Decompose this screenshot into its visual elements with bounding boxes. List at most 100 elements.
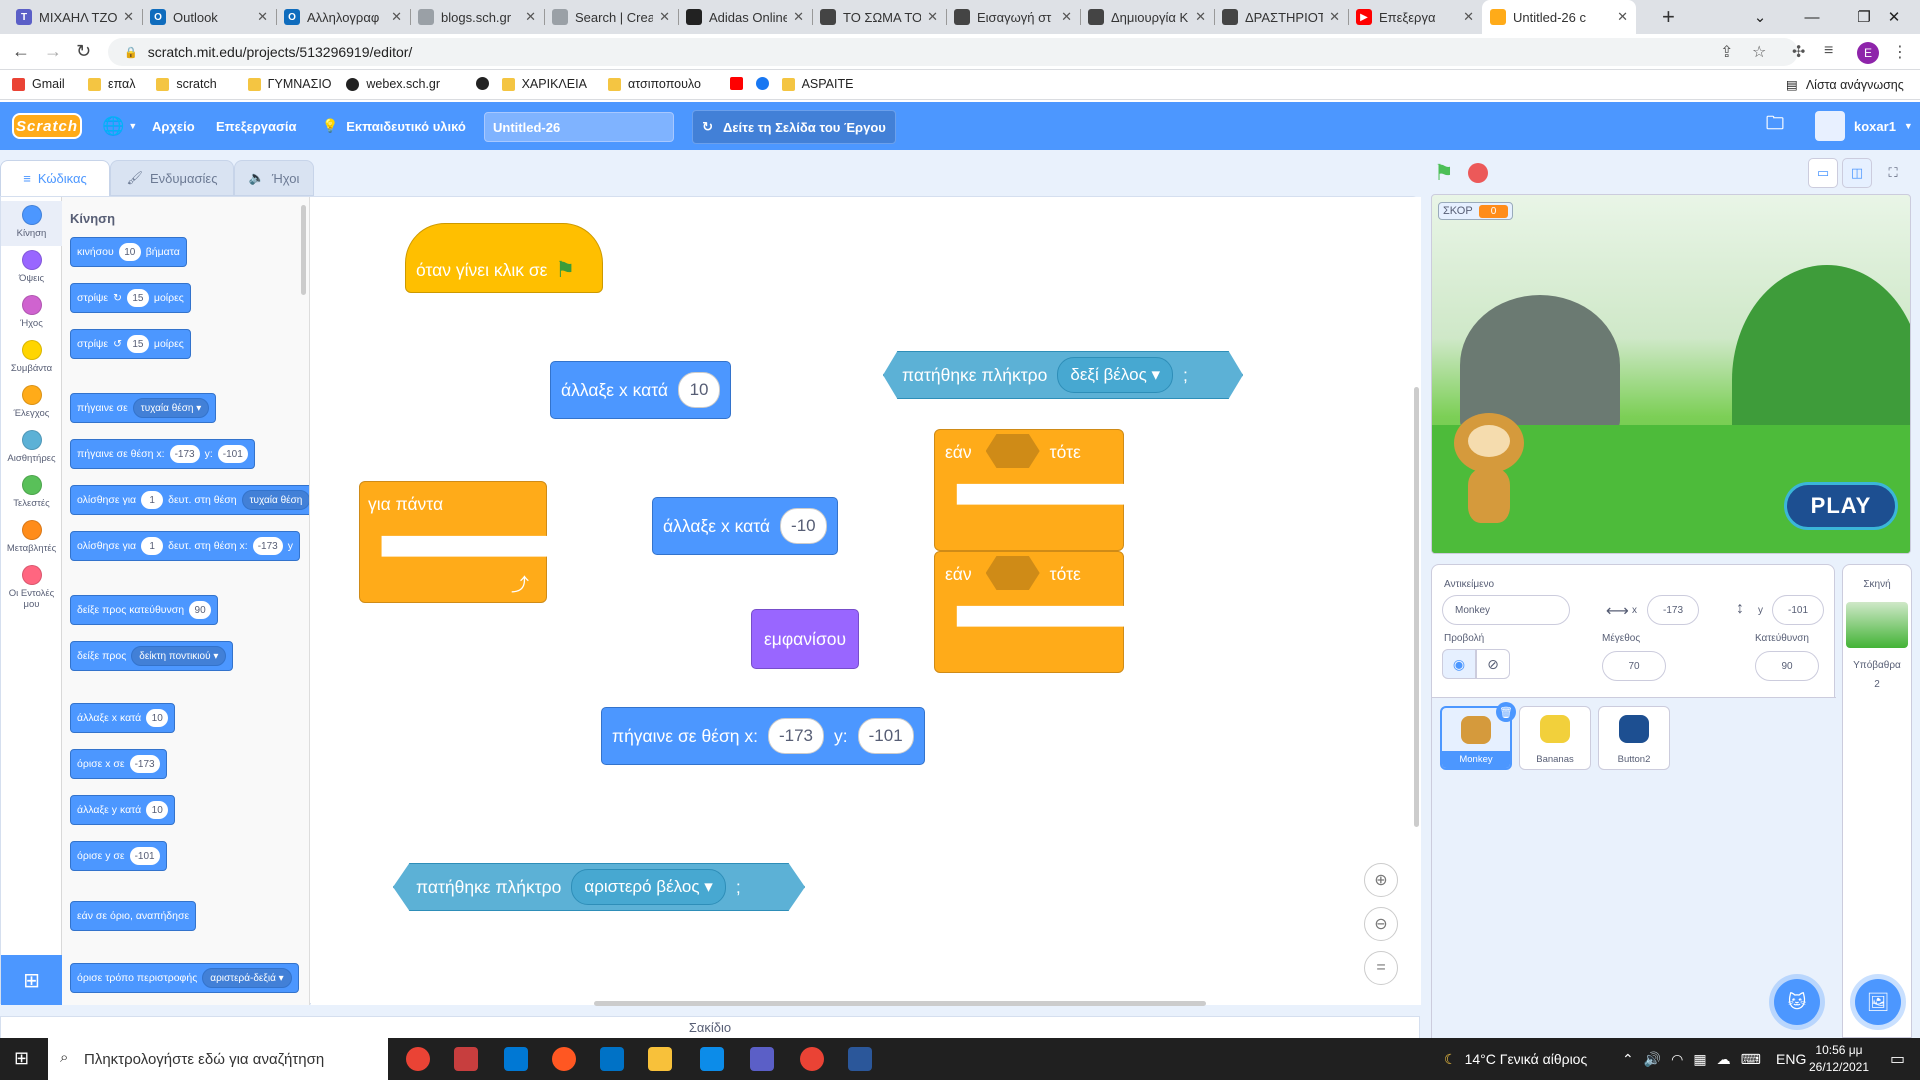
block-input[interactable]: -173 [169,445,200,463]
category-item[interactable]: Όψεις [1,246,62,291]
minimize-icon[interactable]: — [1804,8,1820,26]
move-steps-block[interactable]: κινήσου 10 βήματα [70,237,187,267]
close-tab-icon[interactable]: ✕ [391,9,402,24]
block-input[interactable]: 10 [118,243,141,261]
browser-tab[interactable]: ▶Επεξεργα✕ [1348,0,1482,34]
change-y-block[interactable]: άλλαξε y κατά 10 [70,795,176,825]
block-input[interactable]: -101 [217,445,248,463]
browser-tab[interactable]: blogs.sch.gr✕ [410,0,544,34]
chrome-app-icon[interactable] [406,1047,430,1071]
category-item[interactable]: Συμβάντα [1,336,62,381]
category-item[interactable]: Κίνηση [1,201,62,246]
block-input[interactable]: 1 [141,491,164,509]
tab-costumes[interactable]: 🖌 Ενδυμασίες [110,160,234,196]
block-dropdown[interactable]: τυχαία θέση [241,490,309,510]
rotation-style-block[interactable]: όρισε τρόπο περιστροφής αριστερά-δεξιά ▾ [70,963,299,993]
close-tab-icon[interactable]: ✕ [793,9,804,24]
clock[interactable]: 10:56 μμ 26/12/2021 [1806,1042,1872,1076]
user-avatar[interactable] [1815,111,1845,141]
condition-slot[interactable] [985,434,1040,468]
block-input[interactable]: 90 [189,601,212,619]
set-x-block[interactable]: όρισε x σε -173 [70,749,167,779]
size-input[interactable]: 70 [1602,651,1666,681]
browser-tab[interactable]: ΔΡΑΣΤΗΡΙΟΤ✕ [1214,0,1348,34]
tab-search-icon[interactable]: ⌄ [1753,9,1767,26]
close-tab-icon[interactable]: ✕ [123,9,134,24]
bookmark-folder[interactable]: ΓΥΜΝΑΣΙΟ [247,77,332,91]
reading-list[interactable]: ▤ Λίστα ανάγνωσης [1786,77,1904,93]
close-tab-icon[interactable]: ✕ [659,9,670,24]
show-block[interactable]: εμφανίσου [751,609,859,669]
tab-sounds[interactable]: 🔈 Ήχοι [234,160,314,196]
account-menu[interactable]: koxar1 ▼ [1854,102,1913,150]
category-item[interactable]: Έλεγχος [1,381,62,426]
new-tab-button[interactable]: + [1662,4,1675,29]
glide-to-block[interactable]: ολίσθησε για 1 δευτ. στη θέση τυχαία θέσ… [70,485,309,515]
taskbar-search-input[interactable]: ⌕ Πληκτρολογήστε εδώ για αναζήτηση [48,1038,388,1080]
block-input[interactable]: 10 [146,709,169,727]
block-dropdown[interactable]: αριστερά-δεξιά ▾ [202,968,292,988]
close-tab-icon[interactable]: ✕ [1463,9,1474,24]
turn-right-block[interactable]: στρίψε ↻ 15 μοίρες [70,283,191,313]
system-tray[interactable]: ⌃ 🔊 ◠ ▦ ☁ ⌨ [1622,1038,1761,1080]
edit-menu[interactable]: Επεξεργασία [216,118,297,134]
block-input[interactable]: 10 [678,372,721,408]
block-input[interactable]: -10 [780,508,827,544]
bookmark-gmail[interactable]: Gmail [12,77,65,91]
change-x-block[interactable]: άλλαξε x κατά 10 [70,703,176,733]
firefox-app-icon[interactable] [552,1047,576,1071]
more-menu-icon[interactable]: ⋮ [1892,44,1908,61]
show-hidden-button[interactable]: ⊘ [1476,649,1510,679]
weather-widget[interactable]: ☾ 14°C Γενικά αίθριος [1444,1038,1587,1080]
close-tab-icon[interactable]: ✕ [1329,9,1340,24]
media-app-icon[interactable] [454,1047,478,1071]
when-flag-clicked-block[interactable]: όταν γίνει κλικ σε ⚑ [405,223,603,293]
y-position-input[interactable]: -101 [1772,595,1824,625]
play-button-sprite[interactable]: PLAY [1784,482,1898,530]
delete-sprite-icon[interactable]: 🗑 [1496,702,1516,722]
bookmark-globe[interactable]: webex.sch.gr [346,77,440,91]
close-tab-icon[interactable]: ✕ [1061,9,1072,24]
bookmark-youtube[interactable] [729,77,750,90]
extensions-icon[interactable]: ✣ [1792,44,1806,61]
browser-tab[interactable]: ΤΟ ΣΩΜΑ ΤΟ✕ [812,0,946,34]
bookmark-folder[interactable]: επαλ [88,77,136,91]
category-item[interactable]: Μεταβλητές [1,516,62,561]
glide-xy-block[interactable]: ολίσθησε για 1 δευτ. στη θέση x: -173 y [70,531,300,561]
choose-sprite-button[interactable]: 🐱 [1774,979,1820,1025]
browser-tab[interactable]: Untitled-26 c✕ [1482,0,1636,34]
chrome-profile-app-icon[interactable] [800,1047,824,1071]
explorer-app-icon[interactable] [648,1047,672,1071]
notifications-icon[interactable]: ▭ [1890,1051,1906,1068]
block-dropdown[interactable]: δείκτη ποντικιού ▾ [131,646,227,666]
point-direction-block[interactable]: δείξε προς κατεύθυνση 90 [70,595,219,625]
zoom-out-button[interactable]: ⊖ [1364,907,1398,941]
bookmark-folder[interactable]: ΧΑΡΙΚΛΕΙΑ [501,77,587,91]
close-tab-icon[interactable]: ✕ [257,9,268,24]
media-control-icon[interactable]: ≡ [1824,42,1834,59]
store-app-icon[interactable] [504,1047,528,1071]
language-menu[interactable]: 🌐 ▼ [102,102,137,150]
scratch-logo[interactable]: Scratch [12,113,82,139]
key-left-pressed-block[interactable]: πατήθηκε πλήκτρο αριστερό βέλος ▾ ; [393,863,805,911]
file-menu[interactable]: Αρχείο [152,118,195,134]
block-input[interactable]: -173 [129,755,160,773]
back-icon[interactable]: ← [12,41,30,61]
condition-slot[interactable] [985,556,1040,590]
block-input[interactable]: -173 [767,718,825,754]
close-window-icon[interactable]: ✕ [1887,9,1901,26]
browser-tab[interactable]: Δημιουργία Κ✕ [1080,0,1214,34]
stage-target-panel[interactable]: Σκηνή Υπόβαθρα 2 🖼 [1842,564,1912,1038]
url-bar[interactable]: 🔒 scratch.mit.edu/projects/513296919/edi… [108,38,1798,66]
palette-scrollbar[interactable] [301,205,306,295]
goto-block[interactable]: πήγαινε σε τυχαία θέση ▾ [70,393,217,423]
sprite-name-input[interactable]: Monkey [1442,595,1570,625]
close-tab-icon[interactable]: ✕ [927,9,938,24]
change-x-by-10-block[interactable]: άλλαξε x κατά 10 [550,361,732,419]
bounce-block[interactable]: εάν σε όριο, αναπήδησε [70,901,197,931]
zoom-in-button[interactable]: ⊕ [1364,863,1398,897]
show-visible-button[interactable]: ◉ [1442,649,1476,679]
category-item[interactable]: Οι Εντολές μου [1,561,62,610]
restore-icon[interactable]: ❐ [1857,9,1871,26]
